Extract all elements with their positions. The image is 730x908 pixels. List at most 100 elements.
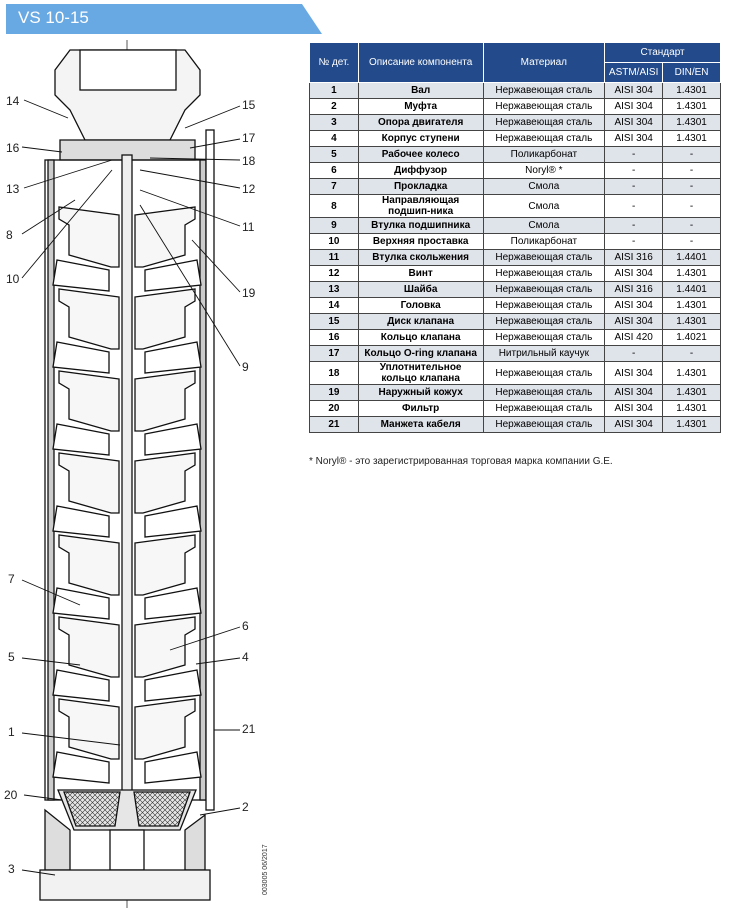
stage-impeller: [134, 698, 196, 760]
cell-din: 1.4301: [662, 361, 721, 385]
callout-label: 15: [242, 98, 256, 112]
cell-num: 13: [309, 281, 359, 298]
cell-din: 1.4401: [662, 281, 721, 298]
stage-impeller: [58, 616, 120, 678]
stage-impeller: [134, 288, 196, 350]
cell-desc: Кольцо O-ring клапана: [357, 345, 484, 362]
cell-desc: Направляющая подшип-ника: [357, 194, 484, 218]
cell-desc: Корпус ступени: [357, 130, 484, 147]
callout-label: 19: [242, 286, 256, 300]
col-header-astm: ASTM/AISI: [604, 62, 664, 83]
stage-impeller: [58, 288, 120, 350]
stage-diffuser: [52, 587, 110, 620]
cell-material: Нержавеющая сталь: [482, 313, 606, 330]
title-banner: [6, 4, 322, 34]
cell-desc: Манжета кабеля: [357, 416, 484, 433]
stage-impeller: [134, 616, 196, 678]
cell-astm: AISI 420: [604, 329, 664, 346]
cell-din: 1.4301: [662, 313, 721, 330]
callout-label: 6: [242, 619, 249, 633]
callout-label: 1: [8, 725, 15, 739]
stage-diffuser: [144, 341, 202, 374]
cell-din: -: [662, 178, 721, 195]
cell-din: 1.4301: [662, 416, 721, 433]
col-header-material: Материал: [482, 42, 606, 83]
callout-label: 10: [6, 272, 20, 286]
col-header-din: DIN/EN: [662, 62, 721, 83]
cell-desc: Наружный кожух: [357, 384, 484, 401]
cell-num: 19: [309, 384, 359, 401]
cell-num: 18: [309, 361, 359, 385]
cell-astm: AISI 304: [604, 98, 664, 115]
cell-num: 20: [309, 400, 359, 417]
callout-label: 14: [6, 94, 20, 108]
cell-din: 1.4301: [662, 400, 721, 417]
cell-num: 9: [309, 217, 359, 234]
cell-astm: -: [604, 162, 664, 179]
cell-material: Смола: [482, 178, 606, 195]
cell-din: 1.4401: [662, 249, 721, 266]
cell-astm: AISI 304: [604, 313, 664, 330]
cell-astm: -: [604, 146, 664, 163]
page-title: VS 10-15: [18, 8, 89, 27]
stage-diffuser: [52, 341, 110, 374]
stage-diffuser: [144, 259, 202, 292]
cell-desc: Диск клапана: [357, 313, 484, 330]
cell-material: Нержавеющая сталь: [482, 82, 606, 99]
cell-num: 21: [309, 416, 359, 433]
cell-din: 1.4301: [662, 114, 721, 131]
cell-din: 1.4301: [662, 265, 721, 282]
pump-cross-section-diagram: [21, 40, 241, 908]
stage-impeller: [134, 206, 196, 268]
stage-impeller: [134, 370, 196, 432]
callout-label: 7: [8, 572, 15, 586]
stage-diffuser: [52, 259, 110, 292]
cell-din: 1.4021: [662, 329, 721, 346]
cell-desc: Уплотнительное кольцо клапана: [357, 361, 484, 385]
callout-label: 20: [4, 788, 18, 802]
cell-material: Нержавеющая сталь: [482, 130, 606, 147]
cell-material: Смола: [482, 194, 606, 218]
cell-astm: -: [604, 194, 664, 218]
cell-material: Нержавеющая сталь: [482, 329, 606, 346]
cell-astm: AISI 304: [604, 416, 664, 433]
cell-din: -: [662, 146, 721, 163]
stage-impeller: [58, 370, 120, 432]
callout-label: 17: [242, 131, 256, 145]
cell-material: Смола: [482, 217, 606, 234]
callout-label: 12: [242, 182, 256, 196]
cell-din: -: [662, 233, 721, 250]
cell-num: 4: [309, 130, 359, 147]
cell-din: 1.4301: [662, 98, 721, 115]
cell-desc: Втулка скольжения: [357, 249, 484, 266]
stage-impeller: [58, 206, 120, 268]
cell-material: Нержавеющая сталь: [482, 361, 606, 385]
cell-astm: AISI 304: [604, 114, 664, 131]
cell-din: 1.4301: [662, 130, 721, 147]
cell-astm: -: [604, 217, 664, 234]
cell-astm: AISI 304: [604, 265, 664, 282]
cell-num: 5: [309, 146, 359, 163]
stage-diffuser: [52, 505, 110, 538]
cell-num: 10: [309, 233, 359, 250]
callout-label: 2: [242, 800, 249, 814]
cell-num: 1: [309, 82, 359, 99]
cell-desc: Кольцо клапана: [357, 329, 484, 346]
cell-num: 6: [309, 162, 359, 179]
footnote: * Noryl® - это зарегистрированная торгов…: [309, 456, 613, 467]
cell-material: Нержавеющая сталь: [482, 265, 606, 282]
cell-num: 8: [309, 194, 359, 218]
cell-desc: Диффузор: [357, 162, 484, 179]
cell-desc: Муфта: [357, 98, 484, 115]
col-header-num: № дет.: [309, 42, 359, 83]
cell-num: 12: [309, 265, 359, 282]
